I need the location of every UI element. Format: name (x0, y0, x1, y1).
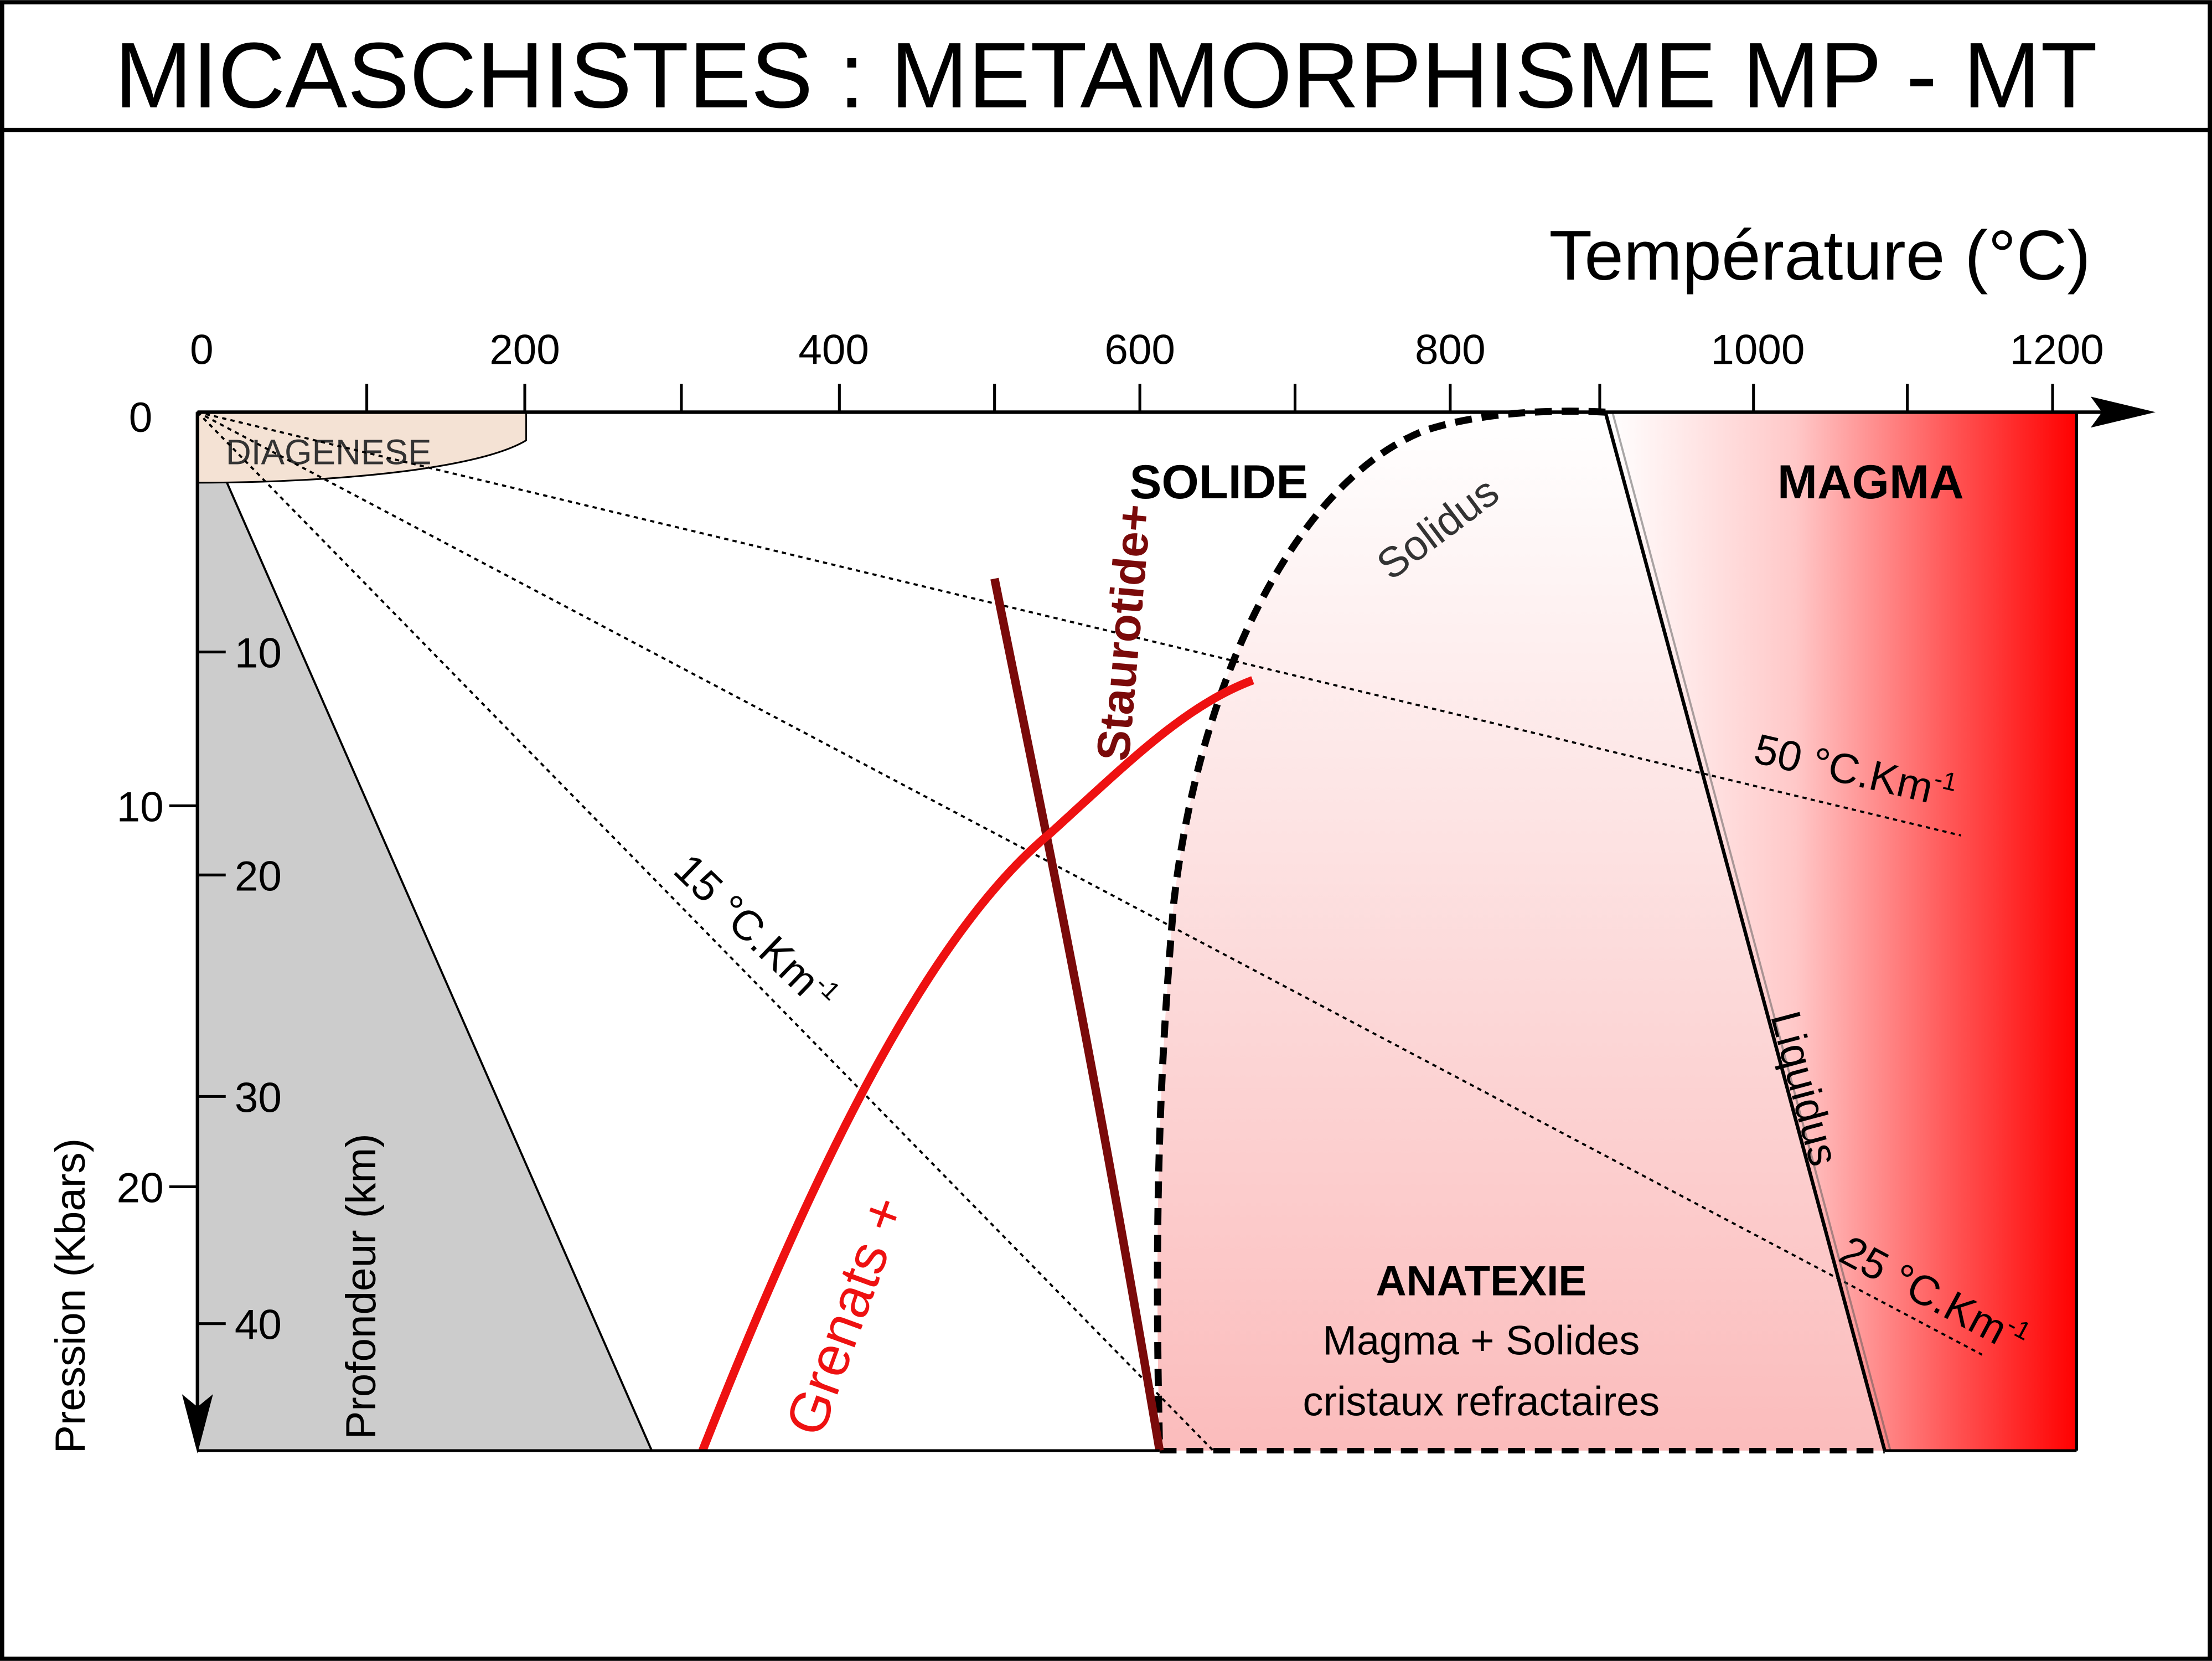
t-tick-label: 800 (1415, 327, 1486, 374)
d-tick-label: 40 (235, 1302, 282, 1349)
diagenese-label: DIAGENESE (226, 432, 432, 472)
t-tick-label: 0 (190, 327, 214, 374)
d-tick-label: 20 (235, 853, 282, 900)
page-title: MICASCHISTES : METAMORPHISME MP - MT (115, 23, 2097, 127)
temperature-axis-label: Température (°C) (1549, 216, 2090, 295)
liquidus-shadow (1611, 411, 1891, 1451)
d-tick-label: 10 (235, 630, 282, 677)
anatexie-zone (1157, 411, 1885, 1451)
gradient-15-value: 15 °C.Km (665, 845, 828, 1005)
depth-axis-label: Profondeur (km) (338, 1133, 385, 1439)
magma-label: MAGMA (1777, 456, 1964, 509)
anatexie-line-1: Magma + Solides (1322, 1318, 1640, 1364)
p-tick-label: 20 (117, 1165, 164, 1212)
anatexie-title: ANATEXIE (1376, 1258, 1586, 1305)
solidus-curve (1154, 407, 1606, 1451)
gradient-15-line (197, 411, 1214, 1452)
gradient-25-line (197, 411, 1983, 1356)
pressure-axis-arrow (182, 1394, 213, 1454)
temperature-axis-arrow (2090, 396, 2156, 428)
t-tick-label: 200 (489, 327, 560, 374)
depth-tick-labels: 10 20 30 40 (235, 630, 282, 1349)
gradient-15-label: 15 °C.Km-1 (665, 843, 846, 1021)
diagenese-zone (197, 411, 528, 484)
depth-ticks (197, 651, 226, 1325)
p-tick-label: 10 (117, 783, 164, 830)
liquidus-line (1604, 411, 1887, 1451)
depth-wedge-edge (225, 479, 653, 1451)
anatexie-line-2: cristaux refractaires (1303, 1378, 1660, 1424)
grenats-curve (699, 676, 1254, 1452)
pressure-axis-label: Pression (Kbars) (47, 1138, 94, 1453)
solide-label: SOLIDE (1130, 456, 1308, 509)
t-tick-label: 400 (798, 327, 869, 374)
pressure-ticks (169, 804, 198, 1189)
d-tick-label: 30 (235, 1074, 282, 1121)
pressure-tick-labels: 0 10 20 (117, 394, 164, 1211)
depth-gray-wedge (197, 479, 652, 1451)
p-tick-label: 0 (129, 394, 153, 441)
t-tick-label: 1200 (2010, 327, 2104, 374)
temperature-ticks (365, 384, 2054, 412)
temperature-tick-labels: 0 200 400 600 800 1000 1200 (190, 327, 2104, 374)
staurotide-curve (990, 577, 1164, 1452)
staurotide-label: Staurotide+ (1087, 502, 1161, 763)
gradient-50-line (197, 411, 1961, 837)
magma-zone (1605, 412, 2077, 1451)
t-tick-label: 1000 (1710, 327, 1805, 374)
t-tick-label: 600 (1104, 327, 1175, 374)
